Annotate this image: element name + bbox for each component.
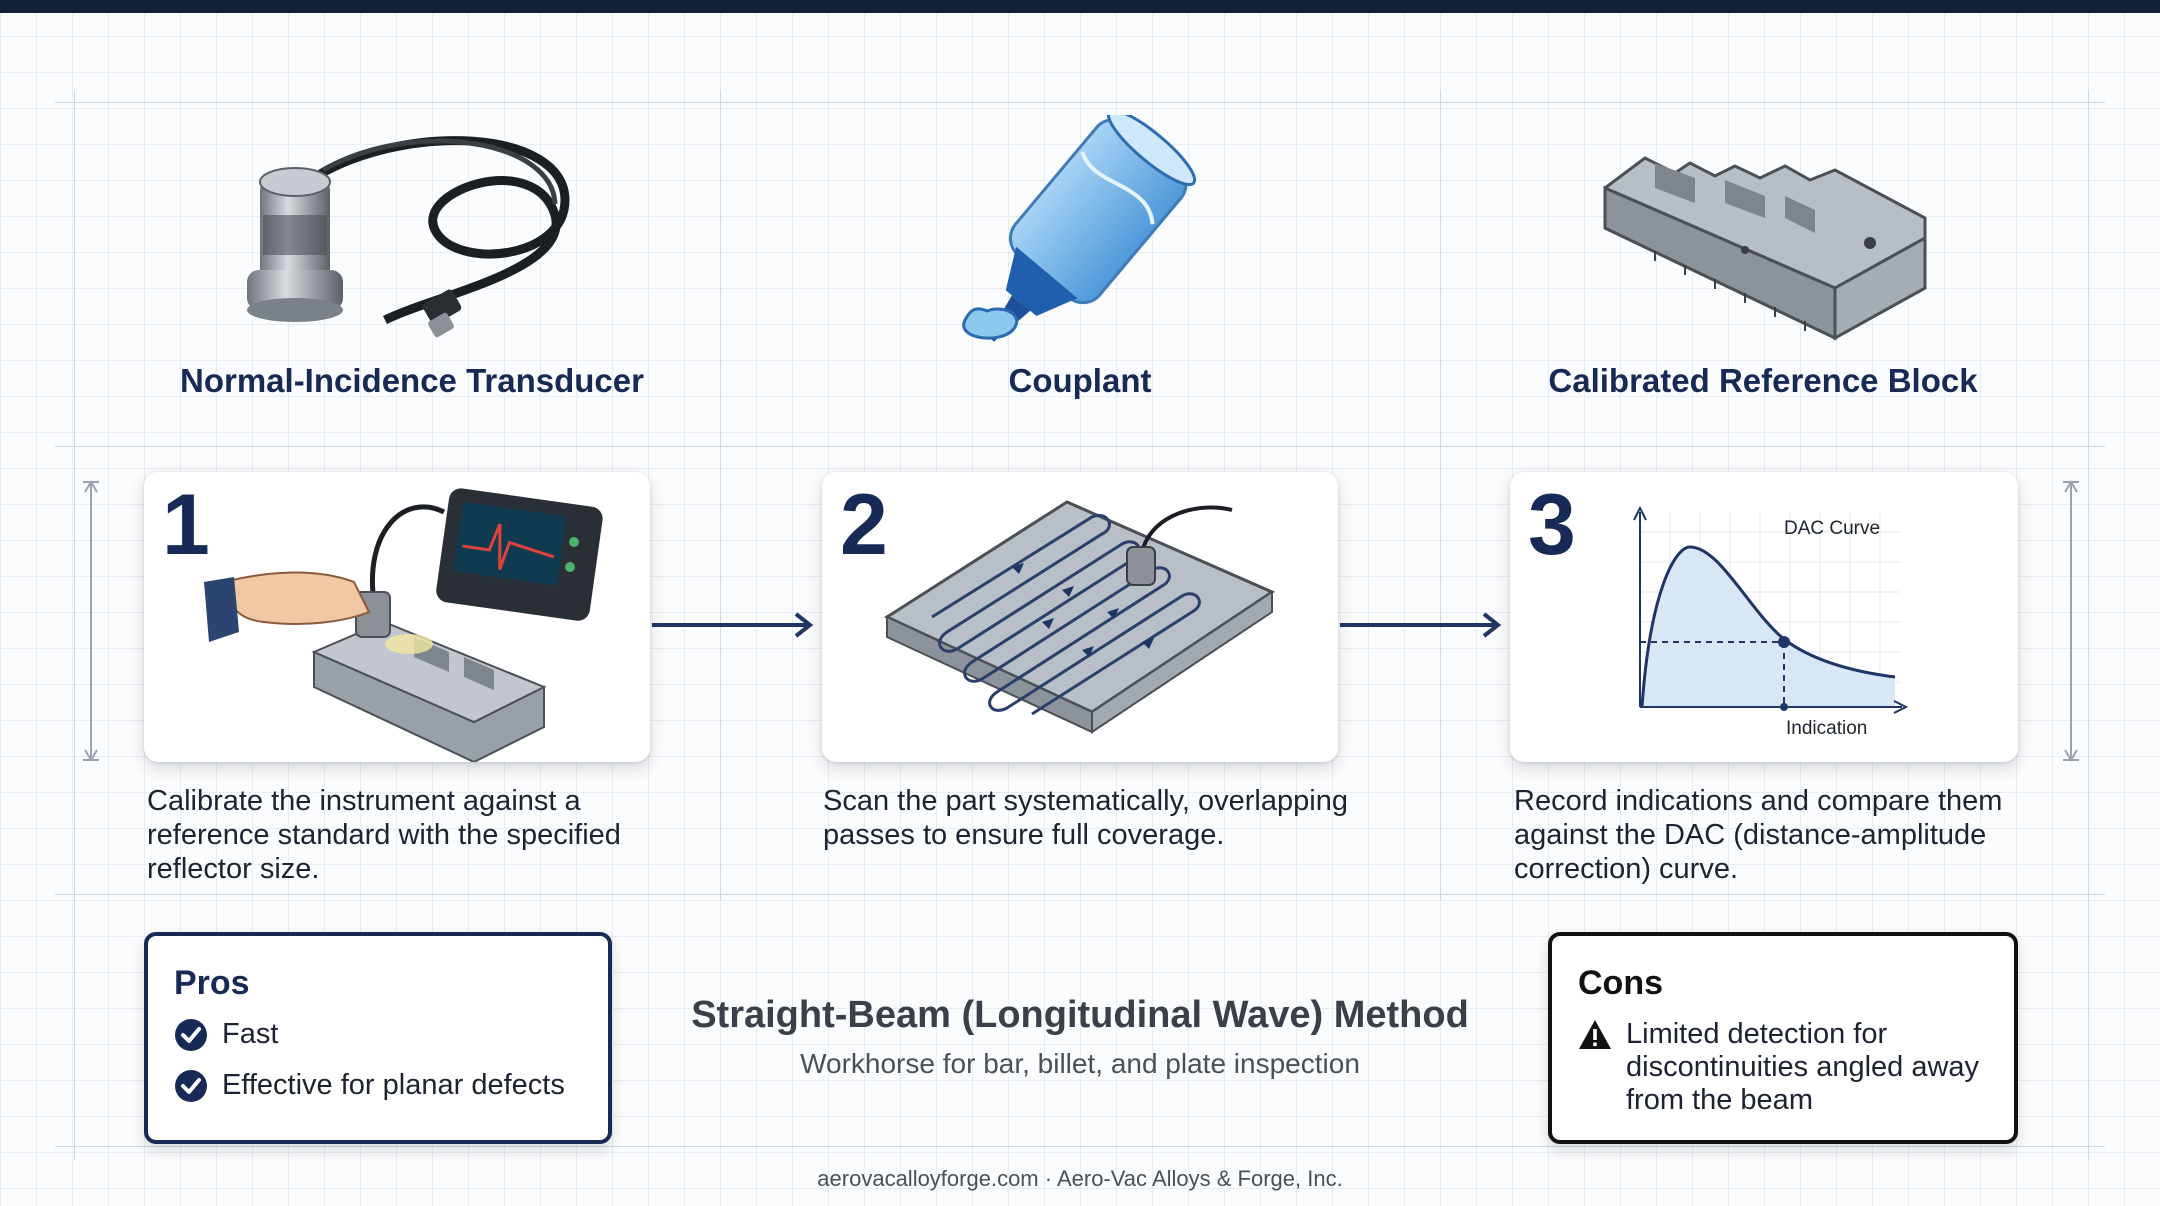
cons-item: Limited detection for discontinuities an… [1578, 1018, 1988, 1117]
cons-box: Cons Limited detection for discontinuiti… [1548, 932, 2018, 1144]
footer-credit: aerovacalloyforge.com · Aero-Vac Alloys … [817, 1166, 1343, 1191]
couplant-bottle-icon [962, 115, 1197, 342]
pros-item-text: Fast [222, 1018, 279, 1050]
guide-line [74, 90, 75, 1160]
dimension-marker-right [2063, 480, 2079, 762]
cons-item-text: Limited detection for discontinuities an… [1626, 1018, 1980, 1116]
arrow-step1-to-step2 [652, 612, 814, 638]
guide-line [1440, 90, 1441, 900]
reference-block-icon [1603, 156, 1927, 341]
step-description-1: Calibrate the instrument against a refer… [147, 785, 621, 885]
transducer-icon [247, 136, 570, 338]
step-card-2: 2 [822, 472, 1338, 762]
method-title: Straight-Beam (Longitudinal Wave) Method [691, 994, 1469, 1036]
guide-line [720, 90, 721, 900]
dimension-marker-left [83, 480, 99, 762]
method-subtitle: Workhorse for bar, billet, and plate ins… [800, 1048, 1360, 1079]
scan-pattern-illustration [883, 500, 1276, 734]
check-circle-icon [175, 1019, 207, 1051]
tool-label-couplant: Couplant [1008, 362, 1152, 399]
guide-line [55, 102, 2105, 103]
tool-label-reference-block: Calibrated Reference Block [1548, 362, 1978, 399]
dac-chart [1633, 505, 1909, 714]
calibration-illustration [204, 488, 603, 762]
guide-line [2088, 90, 2089, 1160]
step-number-1: 1 [162, 477, 210, 573]
step-card-3: DAC Curve Indication 3 [1510, 472, 2018, 762]
guide-line [55, 446, 2105, 447]
step-number-3: 3 [1528, 477, 1576, 573]
check-circle-icon [175, 1070, 207, 1102]
pros-item-text: Effective for planar defects [222, 1069, 565, 1101]
step-description-2: Scan the part systematically, overlappin… [823, 785, 1348, 851]
guide-line [55, 1146, 2105, 1147]
pros-item: Effective for planar defects [174, 1069, 565, 1103]
step-description-3: Record indications and compare them agai… [1514, 785, 2003, 885]
step-number-2: 2 [840, 477, 888, 573]
warning-icon [1579, 1020, 1611, 1049]
dac-curve-label: DAC Curve [1784, 518, 1881, 539]
top-bar [0, 0, 2160, 13]
pros-title: Pros [174, 964, 250, 1002]
cons-title: Cons [1578, 964, 1663, 1002]
pros-item: Fast [174, 1018, 278, 1052]
guide-line [55, 894, 2105, 895]
arrow-step2-to-step3 [1340, 612, 1502, 638]
pros-box: Pros Fast Effective for planar defects [144, 932, 612, 1144]
dac-x-axis-label: Indication [1786, 718, 1868, 739]
step-card-1: 1 [144, 472, 650, 762]
tool-label-transducer: Normal-Incidence Transducer [180, 362, 644, 399]
